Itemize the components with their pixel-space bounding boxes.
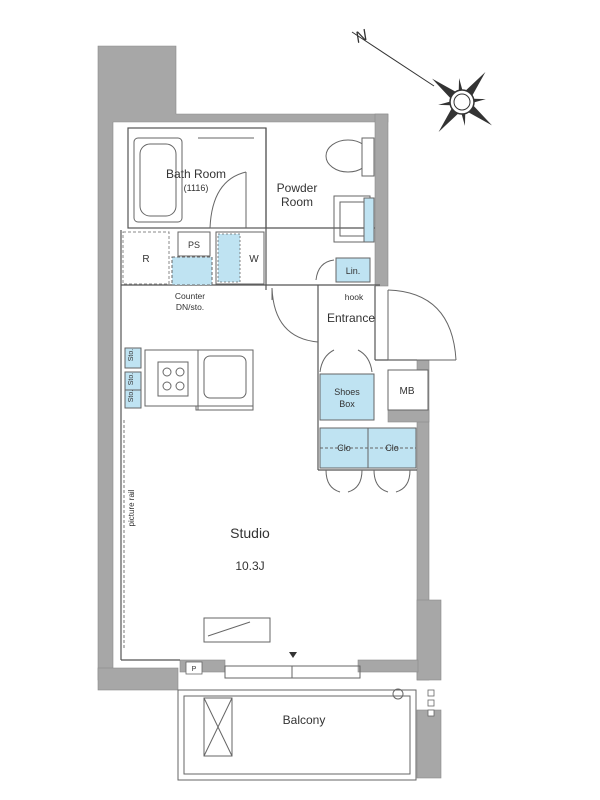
picture-rail-label: picture rail: [127, 489, 136, 526]
powder-door: [315, 259, 335, 281]
fridge-space: [122, 231, 170, 285]
bathtub: [133, 137, 254, 223]
shoe-box-doors: [319, 349, 373, 373]
fixture-labels: PS W R Counter DN/sto. Lin. hook MB Shoe…: [127, 240, 415, 673]
balcony: [177, 688, 417, 781]
air-conditioner: [203, 617, 271, 643]
linen-storage: [335, 257, 371, 283]
vanity: [333, 195, 375, 243]
sto-label-1: Sto.: [128, 349, 135, 362]
studio-label: Studio: [230, 525, 270, 541]
balcony-window: [224, 665, 361, 679]
room-labels: Bath Room (1116) Powder Room Entrance St…: [166, 167, 375, 727]
kitchen-storage: [124, 347, 142, 409]
counter-label-2: DN/sto.: [176, 302, 204, 312]
closet-left-label: Clo: [337, 443, 351, 453]
hook-label: hook: [345, 292, 364, 302]
vents: [427, 689, 435, 717]
mb-label: MB: [400, 386, 415, 397]
counter-storage: [171, 256, 213, 286]
lin-label: Lin.: [346, 266, 361, 276]
w-label: W: [249, 254, 259, 265]
closets: [319, 427, 417, 493]
sto-label-3: Sto.: [128, 390, 135, 403]
compass-north-label: N: [353, 27, 370, 47]
p-label: P: [192, 666, 197, 673]
ps-shaft: [177, 231, 211, 257]
sto-label-2: Sto.: [128, 373, 135, 386]
balcony-label: Balcony: [283, 713, 326, 727]
shoes-box-label-2: Box: [339, 399, 355, 409]
p-box: [185, 661, 203, 675]
bath-door: [209, 171, 247, 229]
shoes-box: [319, 373, 375, 421]
bath-room-size: (1116): [184, 183, 209, 193]
powder-room-label-1: Powder: [277, 181, 318, 195]
entrance-label: Entrance: [327, 311, 375, 325]
kitchen: [144, 349, 254, 411]
counter-label-1: Counter: [175, 291, 205, 301]
bath-room-label: Bath Room: [166, 167, 226, 181]
walls: [97, 45, 442, 779]
washer: [215, 231, 265, 285]
ps-label: PS: [188, 240, 200, 250]
mb-box: [387, 369, 429, 411]
studio-size: 10.3J: [235, 559, 264, 573]
r-label: R: [142, 254, 149, 265]
powder-room-label-2: Room: [281, 195, 313, 209]
toilet: [325, 137, 375, 177]
entrance-door: [387, 289, 457, 361]
shoes-box-label-1: Shoes: [334, 387, 360, 397]
closet-right-label: Clo: [385, 443, 399, 453]
door-marker: [289, 652, 297, 658]
compass-rose: [351, 31, 492, 132]
interior-lines: [120, 127, 417, 661]
hall-door: [271, 287, 319, 343]
